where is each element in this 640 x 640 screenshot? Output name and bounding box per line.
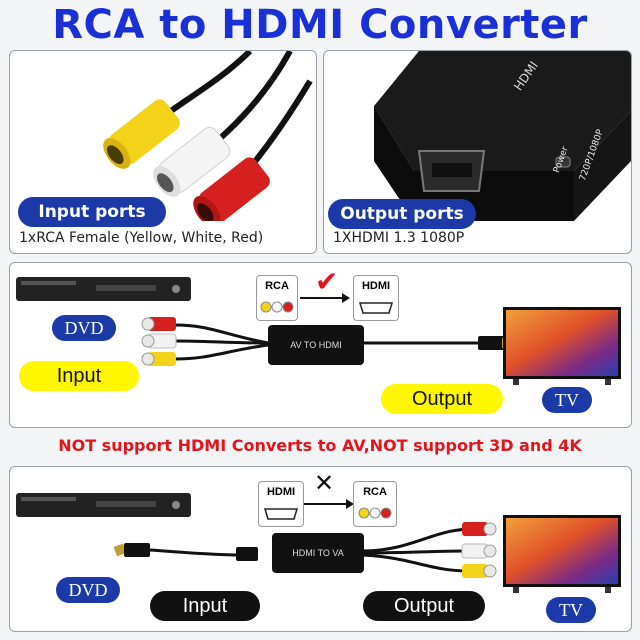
input-label-2: Input	[150, 591, 260, 621]
input-ports-badge: Input ports	[18, 197, 166, 227]
av-to-hdmi-converter: AV TO HDMI	[268, 325, 364, 365]
dvd-player-icon	[16, 277, 191, 301]
converter-label: AV TO HDMI	[290, 340, 342, 350]
connection-cables-2	[113, 522, 497, 578]
output-ports-badge: Output ports	[328, 199, 476, 229]
av-to-hdmi-panel: DVD Input RCA ✔ HDMI	[9, 262, 632, 428]
rca-plug-red-2	[462, 522, 497, 536]
rca-box-label-2: RCA	[363, 486, 387, 498]
rca-plug-yellow-2	[462, 564, 497, 578]
hdmi-to-av-converter: HDMI TO VA	[272, 533, 364, 573]
dvd-badge-2: DVD	[56, 577, 120, 603]
hdmi-icon-box: HDMI	[353, 275, 399, 321]
arrow-right-icon	[300, 293, 350, 303]
rca-icon-box: RCA	[256, 275, 298, 321]
converter-box-illustration	[374, 51, 631, 221]
input-label: Input	[19, 361, 139, 391]
hdmi-box-label: HDMI	[361, 280, 391, 292]
output-ports-caption: 1XHDMI 1.3 1080P	[333, 230, 465, 246]
output-label-2: Output	[363, 591, 485, 621]
tv-icon	[503, 307, 621, 385]
rca-plug-white-2	[461, 543, 497, 559]
hdmi-to-av-panel: DVD Input HDMI ✕ RCA	[9, 466, 632, 632]
hdmi-box-label-2: HDMI	[266, 486, 296, 498]
hdmi-port-icon	[359, 302, 393, 314]
output-ports-card: HDMI Power 720P/1080P Output ports 1XHDM…	[323, 50, 632, 254]
rca-plug-red	[141, 317, 176, 331]
rca-cables-illustration	[103, 51, 313, 221]
tv-icon-2	[503, 515, 621, 593]
check-icon: ✔	[315, 265, 339, 298]
input-ports-caption: 1xRCA Female (Yellow, White, Red)	[19, 230, 264, 246]
rca-dots-icon-2	[358, 507, 392, 519]
tv-badge: TV	[542, 387, 592, 413]
dvd-badge: DVD	[52, 315, 116, 341]
hdmi-icon-box-2: HDMI	[258, 481, 304, 527]
tv-badge-2: TV	[546, 597, 596, 623]
rca-box-label: RCA	[265, 280, 289, 292]
hdmi-port-icon-2	[264, 508, 298, 520]
rca-plug-white	[141, 333, 177, 349]
input-ports-card: Input ports 1xRCA Female (Yellow, White,…	[9, 50, 317, 254]
rca-icon-box-2: RCA	[353, 481, 397, 527]
cross-icon: ✕	[314, 469, 335, 497]
rca-plug-yellow	[141, 352, 176, 366]
page-title: RCA to HDMI Converter	[52, 2, 588, 48]
arrow-right-icon-2	[304, 499, 354, 509]
rca-dots-icon	[260, 301, 294, 313]
converter-label-2: HDMI TO VA	[292, 548, 344, 558]
output-label: Output	[381, 384, 503, 414]
not-supported-warning: NOT support HDMI Converts to AV,NOT supp…	[58, 436, 582, 455]
dvd-player-icon-2	[16, 493, 191, 517]
